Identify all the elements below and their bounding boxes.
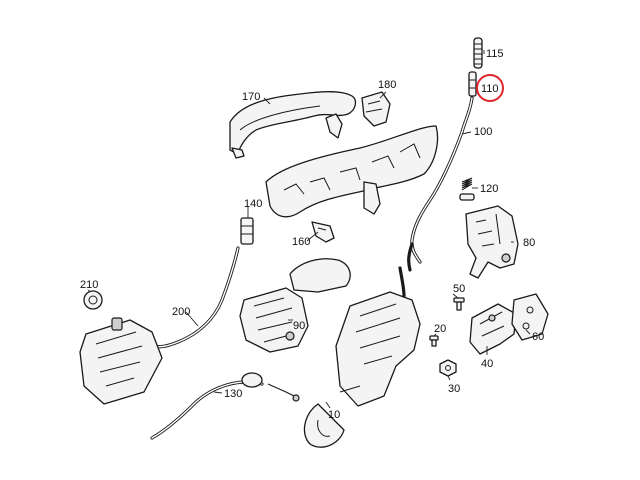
callout-80[interactable]: 80 — [523, 237, 535, 249]
part-160-clip[interactable] — [311, 221, 335, 243]
callout-100[interactable]: 100 — [474, 126, 492, 138]
callout-180[interactable]: 180 — [378, 79, 396, 91]
callout-20[interactable]: 20 — [434, 323, 446, 335]
part-30-nut[interactable] — [439, 359, 457, 377]
handle-carrier-frame[interactable] — [265, 125, 439, 218]
callout-50[interactable]: 50 — [453, 283, 465, 295]
part-110-cable-end[interactable] — [468, 71, 477, 97]
part-200-wire[interactable] — [150, 246, 240, 349]
part-80-bracket[interactable] — [465, 205, 519, 279]
callout-115[interactable]: 115 — [486, 48, 504, 60]
part-140-plug[interactable] — [240, 217, 254, 245]
callout-40[interactable]: 40 — [481, 358, 493, 370]
part-170-outer-handle[interactable] — [229, 90, 357, 159]
leader-lines — [87, 50, 531, 409]
callout-170[interactable]: 170 — [242, 91, 260, 103]
callout-labels: 115 110 100 120 80 170 180 140 160 210 2… — [80, 48, 544, 421]
part-100-cable[interactable] — [407, 96, 474, 272]
part-10-door-lock[interactable] — [303, 266, 421, 448]
part-40-striker[interactable] — [469, 303, 517, 355]
callout-160[interactable]: 160 — [292, 236, 310, 248]
callout-10[interactable]: 10 — [328, 409, 340, 421]
part-180-insert[interactable] — [361, 91, 391, 127]
callout-60[interactable]: 60 — [532, 331, 544, 343]
callout-120[interactable]: 120 — [480, 183, 498, 195]
part-210-grommet[interactable] — [83, 290, 103, 310]
part-115-pin[interactable] — [473, 37, 483, 69]
callout-90[interactable]: 90 — [293, 320, 305, 332]
callout-210[interactable]: 210 — [80, 279, 98, 291]
part-50-screw[interactable] — [453, 297, 465, 311]
part-120-spring[interactable] — [459, 177, 475, 201]
callout-30[interactable]: 30 — [448, 383, 460, 395]
part-20-screw[interactable] — [429, 335, 439, 347]
lock-actuator-left[interactable] — [79, 317, 163, 405]
callout-140[interactable]: 140 — [244, 198, 262, 210]
part-90-lock-module[interactable] — [239, 258, 351, 353]
callout-110[interactable]: 110 — [481, 83, 499, 95]
callout-200[interactable]: 200 — [172, 306, 190, 318]
part-60-plate[interactable] — [511, 293, 549, 341]
part-130-cable[interactable] — [150, 372, 300, 440]
callout-130[interactable]: 130 — [224, 388, 242, 400]
highlight-ring-110 — [476, 74, 504, 102]
